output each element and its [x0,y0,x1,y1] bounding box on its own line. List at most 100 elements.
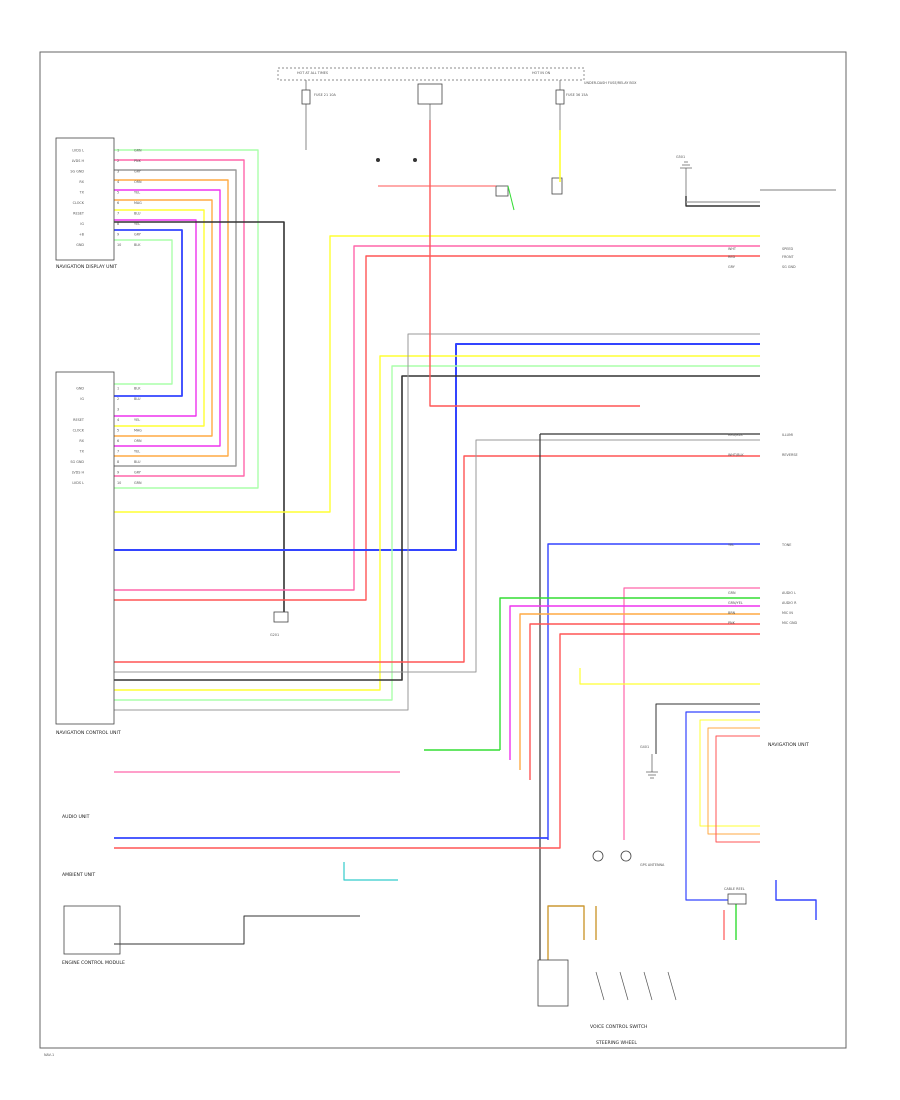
ground-left-label: G401 [640,745,649,749]
control-pin-name: IG [80,397,84,401]
nav-display-title: NAVIGATION DISPLAY UNIT [56,264,117,270]
right-wire-code: YEL [728,543,734,547]
display-pin-name: CLOCK [73,201,85,205]
right-wire-code: PNK [728,621,736,625]
wire [655,703,760,754]
display-pin-number: 9 [117,233,119,237]
wire [114,235,760,513]
right-wire-code: GRN/YEL [728,601,743,605]
wire [114,169,237,467]
wire [547,905,585,960]
wire [114,365,760,701]
cable-reel-group: CABLE REEL [724,887,747,905]
display-pin-number: 4 [117,180,119,184]
wire [529,623,760,780]
wire [519,613,760,770]
wire [114,915,360,945]
wire [699,719,760,827]
control-pin-number: 10 [117,481,121,485]
right-pin-label: TONE [781,543,791,547]
right-pin-label: MIC GND [782,621,798,625]
audio-unit-title: AUDIO UNIT [62,814,90,820]
wire [114,219,197,417]
audio-unit: AUDIO UNIT [62,814,90,820]
display-pin-color: GRN [134,149,142,153]
fuse-left-label: FUSE 21 10A [314,93,337,97]
fuse-right-label: FUSE 36 15A [566,93,589,97]
hot-label-left: HOT AT ALL TIMES [297,71,328,75]
control-pin-name: GND [76,387,84,391]
wire [547,543,760,840]
fuse-right [555,89,565,105]
display-pin-color: MAG [134,201,142,205]
wire [509,605,760,760]
wire [114,239,173,385]
gps-antenna-group: GPS ANTENNA [592,850,665,867]
wire [114,355,760,691]
control-pin-number: 6 [117,439,119,443]
right-wire-code: WHT/BLK [728,453,744,457]
control-pin-name: LVDS H [72,471,85,475]
control-pin-color: MAG [134,429,142,433]
control-pin-color: GRN [134,481,142,485]
display-pin-color: ORN [134,180,142,184]
engine-control-module: ENGINE CONTROL MODULE [62,905,125,966]
control-pin-color: BLU [134,460,141,464]
wire [775,880,817,920]
control-pin-name: CLOCK [73,429,85,433]
control-pin-number: 4 [117,418,119,422]
control-pin-name: RX [79,439,84,443]
control-pin-number: 2 [117,397,119,401]
control-pin-color: YEL [134,450,140,454]
control-pin-name: SG GND [70,460,84,464]
wire [114,333,760,711]
display-pin-number: 6 [117,201,119,205]
right-pin-label: SG GND [782,265,796,269]
display-pin-color: GRY [134,170,142,174]
footer-code: NAV-1 [44,1053,54,1057]
right-pin-label: FRONT [782,255,795,259]
wire [114,159,245,477]
wire [114,149,259,489]
control-pin-number: 7 [117,450,119,454]
control-pin-number: 1 [117,387,119,391]
wire [579,668,760,685]
display-pin-number: 8 [117,222,119,226]
wire [623,587,760,840]
display-pin-name: TX [79,191,85,195]
connector-small [495,185,509,197]
wire [429,120,640,407]
wire [114,375,760,681]
display-pin-number: 2 [117,159,119,163]
engine-control-title: ENGINE CONTROL MODULE [62,960,125,966]
control-pin-number: 8 [117,460,119,464]
display-pin-name: IG [80,222,84,226]
ambient-unit-title: AMBIENT UNIT [62,872,95,878]
control-pin-color: ORN [134,439,142,443]
display-pin-name: RX [79,180,84,184]
display-pin-name: GND [76,243,84,247]
underdash-label: UNDER-DASH FUSE/RELAY BOX [584,81,637,85]
wire [715,735,760,843]
right-pin-label: ILLUMI [782,433,793,437]
display-pin-number: 10 [117,243,121,247]
display-pin-number: 3 [117,170,119,174]
wire [114,245,760,591]
gps-antenna-label: GPS ANTENNA [640,863,665,867]
right-wire-code: RED/BLK [728,433,743,437]
control-pin-number: 5 [117,429,119,433]
wire [114,199,213,437]
diagram-border [39,51,847,1049]
nav-unit-title: NAVIGATION UNIT [768,742,809,748]
display-pin-number: 1 [117,149,119,153]
control-pin-name: LVDS L [72,481,84,485]
connector-right [551,177,563,195]
ground-right-label: G501 [676,155,685,159]
splice-ground-label: G201 [270,633,279,637]
voice-switch-box [537,959,569,1007]
control-pin-number: 3 [117,408,119,412]
